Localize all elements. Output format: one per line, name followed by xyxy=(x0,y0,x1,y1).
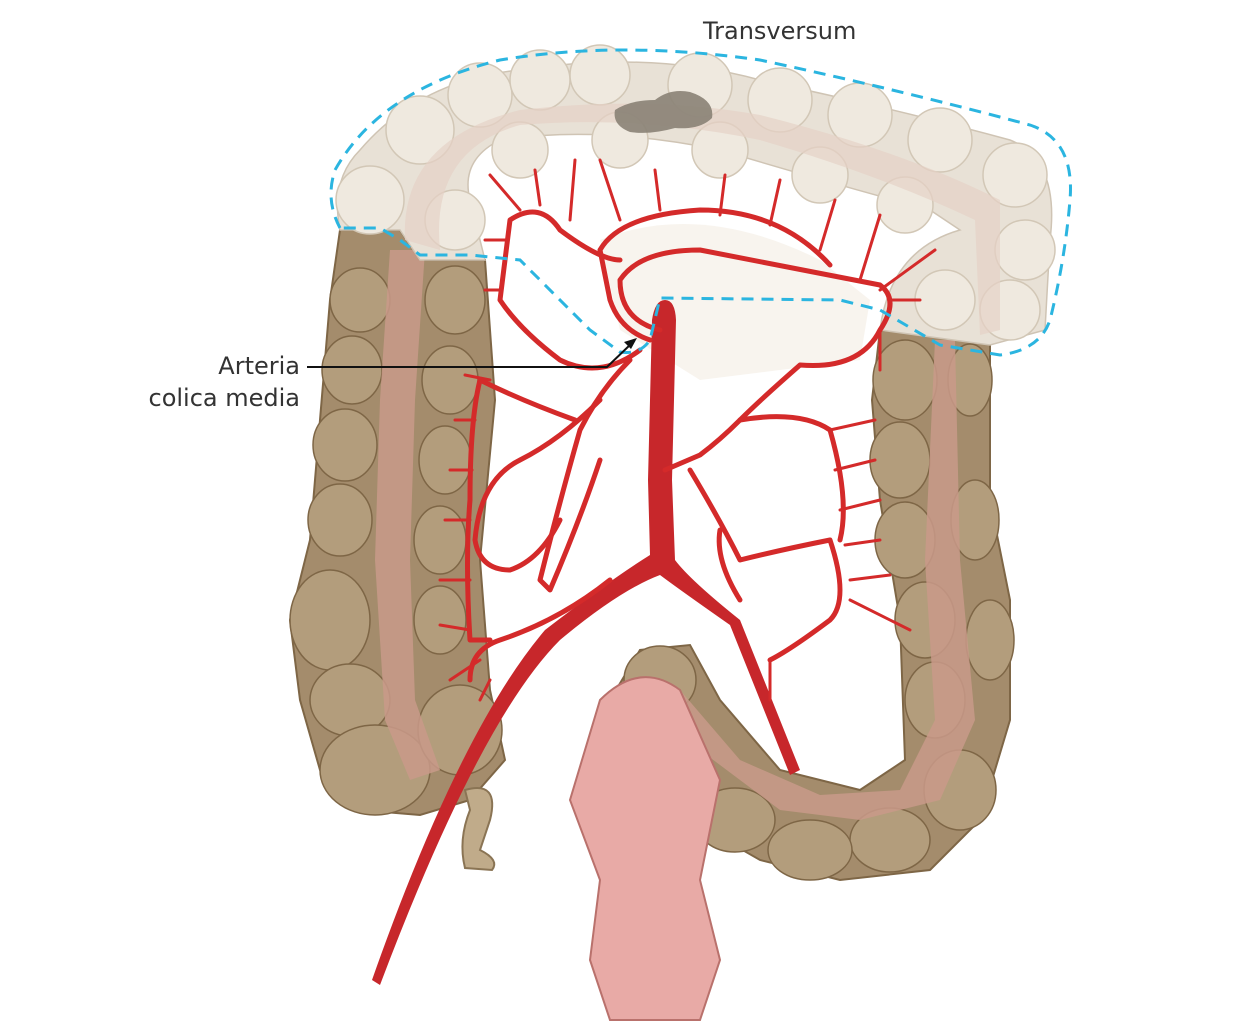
ascending-colon xyxy=(288,229,507,817)
appendix xyxy=(461,787,496,872)
arteries xyxy=(372,158,937,985)
transverse-colon xyxy=(335,44,1056,346)
label-arteria-line1: Arteria xyxy=(218,352,300,380)
transversum-dashed-outline xyxy=(329,48,1072,357)
arrowhead-icon xyxy=(624,338,637,349)
descending-sigmoid-colon xyxy=(608,328,1015,882)
label-arteria-line2: colica media xyxy=(149,384,301,412)
mesentery xyxy=(600,224,870,380)
label-transversum: Transversum xyxy=(702,17,856,45)
arteria-pointer-line xyxy=(307,342,633,368)
tumor xyxy=(614,91,713,133)
rectum xyxy=(568,676,722,1021)
